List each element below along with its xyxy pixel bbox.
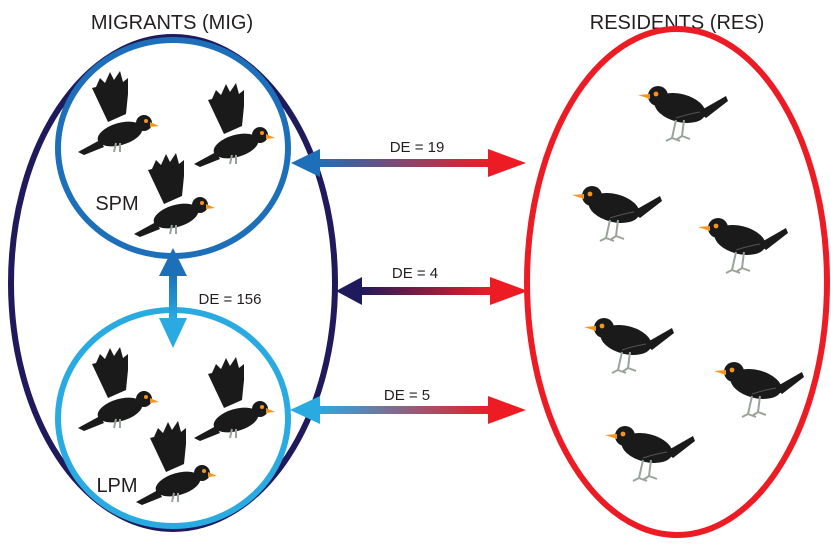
flying-blackbird-icon [193,356,276,442]
standing-blackbird-icon [697,217,789,274]
residents-ellipse [524,26,830,538]
arrow-migrants-residents [336,277,528,305]
standing-blackbird-icon [637,85,729,142]
arrow-spm-lpm [159,248,187,348]
standing-blackbird-icon [604,425,696,482]
arrow-lpm-residents [290,396,526,424]
residents-title: RESIDENTS (RES) [590,12,764,34]
standing-blackbird-icon [713,361,805,418]
arrow-spm-residents [291,149,526,177]
de-label-spm-lpm: DE = 156 [199,291,262,308]
lpm-label: LPM [96,475,137,497]
de-label-spm-residents: DE = 19 [390,139,445,156]
standing-blackbird-icon [571,185,663,242]
spm-label: SPM [95,193,138,215]
flying-blackbird-icon [193,82,276,168]
migrants-title: MIGRANTS (MIG) [91,12,253,34]
flying-blackbird-icon [77,70,160,156]
de-label-lpm-residents: DE = 5 [384,387,430,404]
flying-blackbird-icon [77,346,160,432]
standing-blackbird-icon [583,317,675,374]
de-label-migrants-residents: DE = 4 [392,265,438,282]
